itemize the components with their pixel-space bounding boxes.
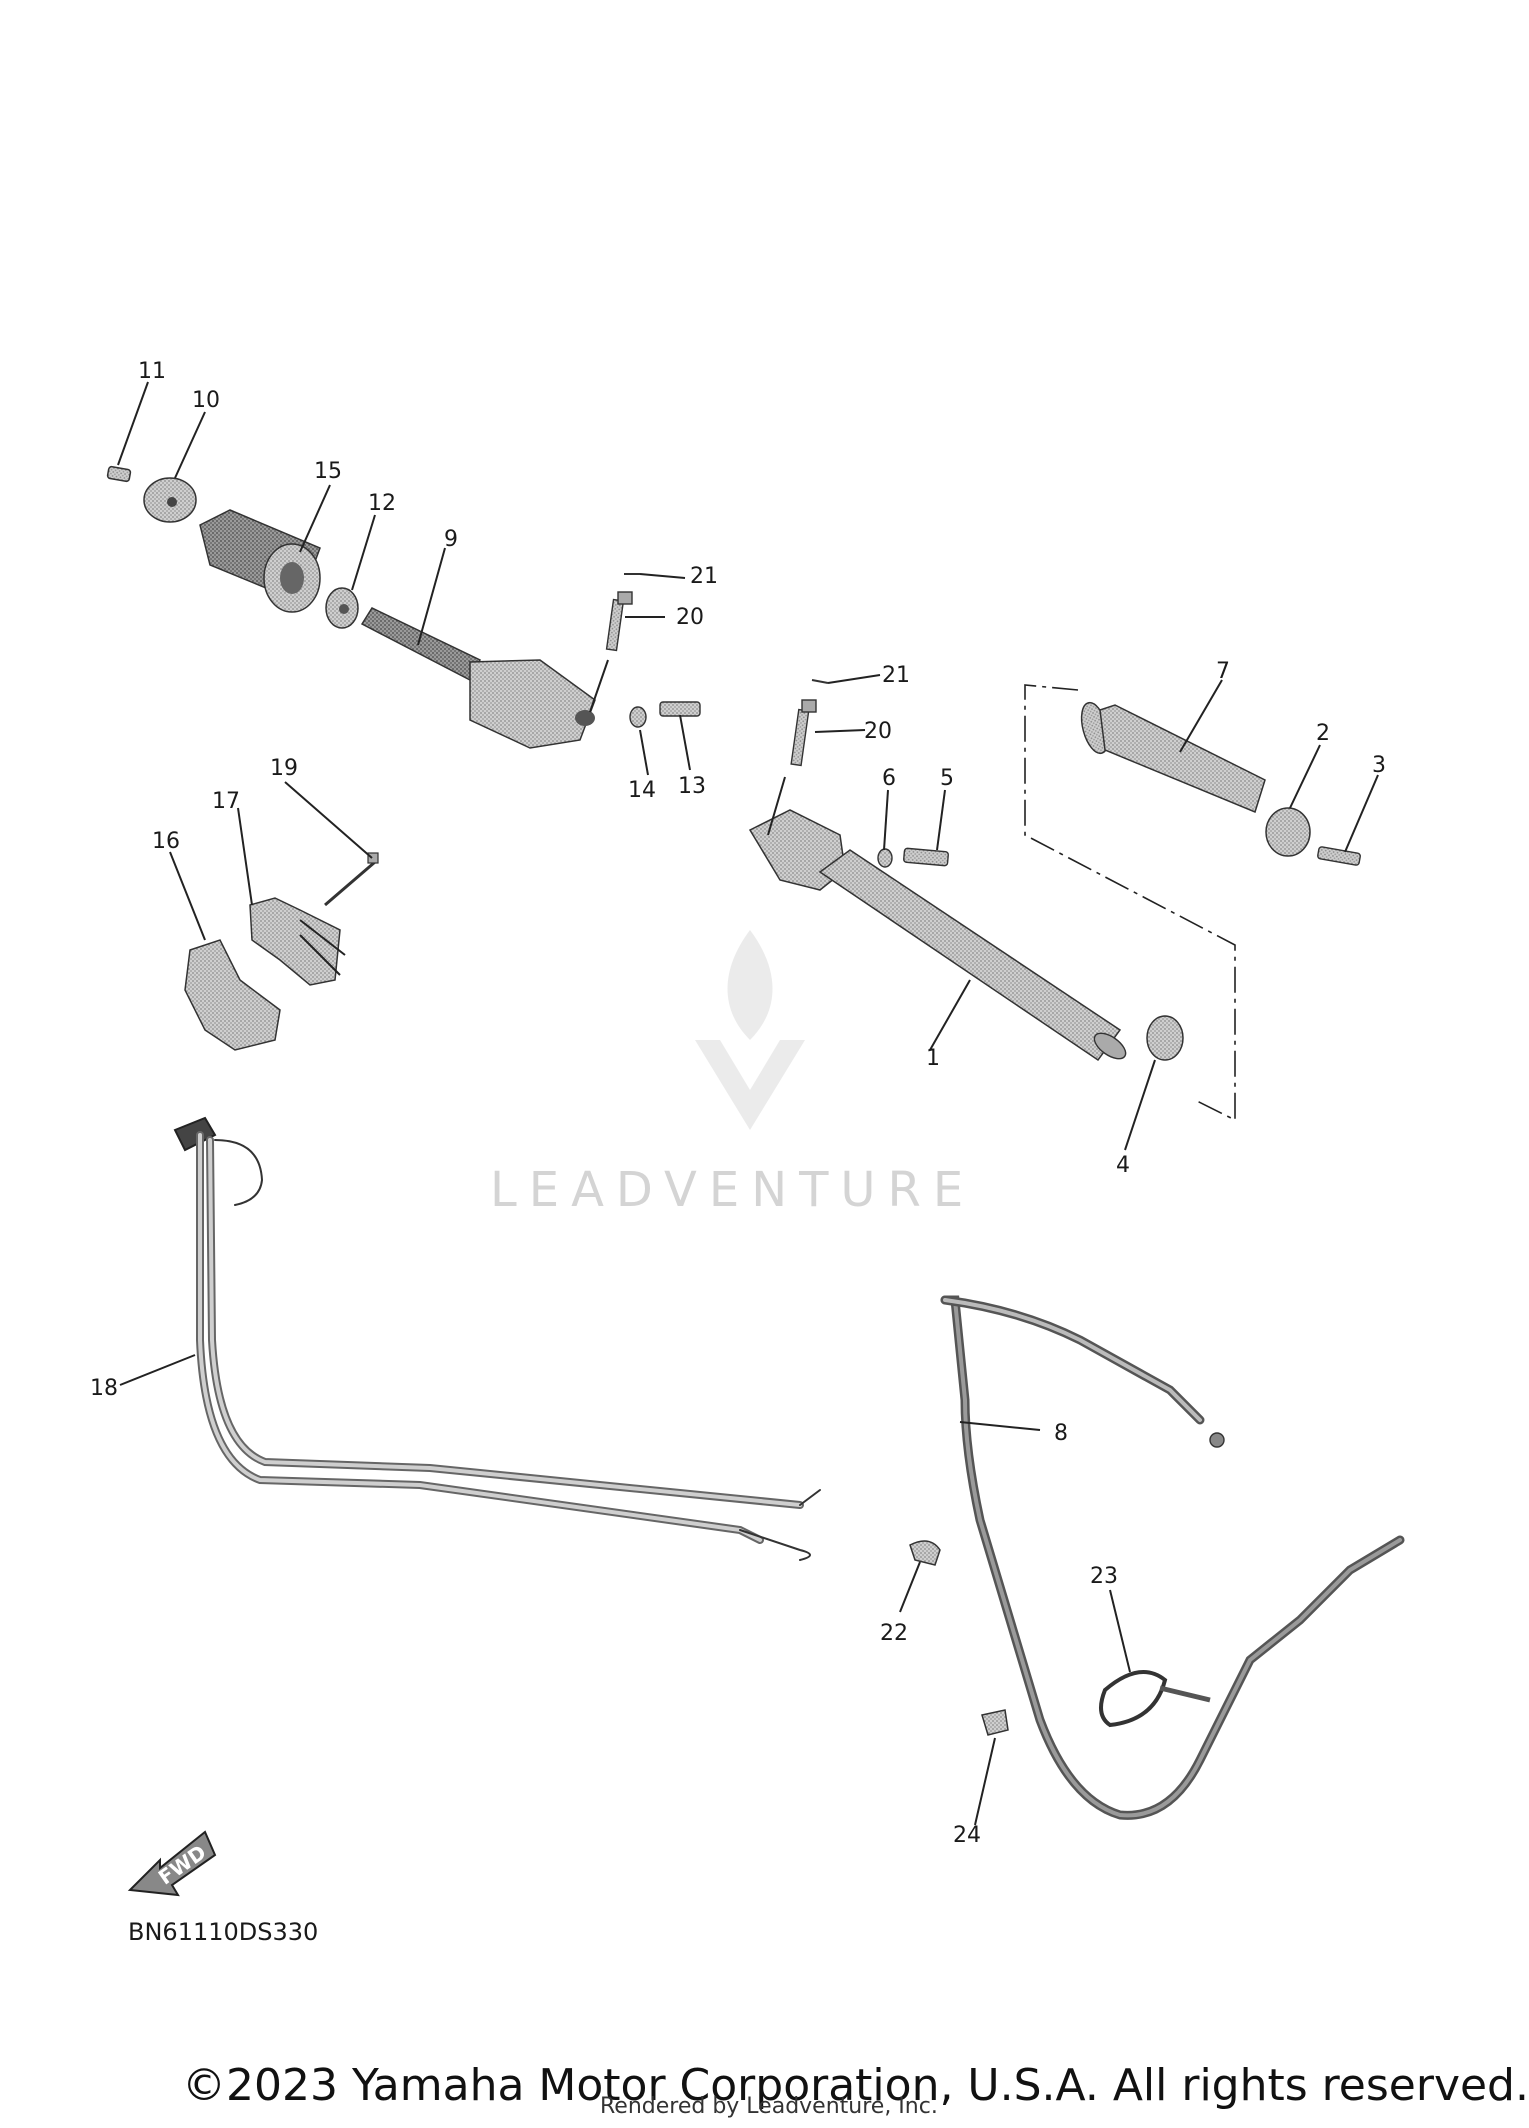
rendered-by-notice: Rendered by Leadventure, Inc. (600, 2094, 938, 2119)
part-17-bracket (249, 897, 341, 986)
part-16-bracket (184, 939, 281, 1051)
part-24-clip (981, 1709, 1009, 1736)
callout-5: 5 (940, 766, 954, 791)
part-6-washer (877, 848, 893, 868)
callout-21-right: 21 (882, 663, 910, 688)
part-10-grip-end (143, 477, 197, 523)
parts-diagram: FWD 11 10 15 1 (90, 359, 1405, 1897)
part-7-grip-right (1080, 701, 1266, 814)
callout-labels: 11 10 15 12 9 21 20 14 13 19 17 16 21 20… (90, 359, 1386, 1848)
part-5-bolt (903, 847, 949, 867)
watermark-text: LEADVENTURE (490, 1162, 976, 1218)
callout-23: 23 (1090, 1564, 1118, 1589)
callout-20-right: 20 (864, 719, 892, 744)
part-3-screw (1317, 846, 1361, 866)
part-4-weight (1146, 1015, 1184, 1061)
callout-16: 16 (152, 829, 180, 854)
callout-8: 8 (1054, 1421, 1068, 1446)
callout-3: 3 (1372, 753, 1386, 778)
part-1-handlebar-right (748, 809, 1127, 1062)
callout-17: 17 (212, 789, 240, 814)
leader-lines (117, 381, 1379, 1826)
part-23-band (1099, 1670, 1211, 1728)
part-14-washer (629, 706, 647, 728)
fwd-arrow-icon: FWD (127, 1830, 217, 1897)
callout-6: 6 (882, 766, 896, 791)
part-19-bolt (324, 852, 379, 907)
callout-19: 19 (270, 756, 298, 781)
part-2-grip-end (1265, 807, 1311, 857)
copyright-notice: ©2023 Yamaha Motor Corporation, U.S.A. A… (182, 2060, 1529, 2111)
part-22-clamp (909, 1540, 941, 1566)
part-8-clutch-cable (940, 1295, 1405, 1820)
part-18-throttle-cable (173, 1116, 821, 1561)
callout-7: 7 (1216, 659, 1230, 684)
part-20-bolt-right (790, 699, 817, 767)
callout-9: 9 (444, 527, 458, 552)
callout-20-left: 20 (676, 605, 704, 630)
part-13-bolt (659, 701, 701, 717)
callout-10: 10 (192, 388, 220, 413)
callout-24: 24 (953, 1823, 981, 1848)
callout-21-left: 21 (690, 564, 718, 589)
callout-15: 15 (314, 459, 342, 484)
part-11-screw (106, 465, 132, 483)
callout-13: 13 (678, 774, 706, 799)
callout-12: 12 (368, 491, 396, 516)
part-9-handlebar-left (360, 607, 596, 749)
diagram-code: BN61110DS330 (128, 1918, 319, 1946)
watermark-logo (695, 930, 805, 1130)
part-20-bolt-left (605, 591, 633, 652)
callout-4: 4 (1116, 1153, 1130, 1178)
callout-1: 1 (926, 1046, 940, 1071)
callout-22: 22 (880, 1621, 908, 1646)
callout-18: 18 (90, 1376, 118, 1401)
part-21-clip-right (811, 679, 829, 684)
callout-14: 14 (628, 778, 656, 803)
callout-11: 11 (138, 359, 166, 384)
part-15-grip (199, 509, 321, 613)
part-12-collar (325, 587, 359, 629)
callout-2: 2 (1316, 721, 1330, 746)
assembly-guide-lines (1024, 684, 1236, 1122)
